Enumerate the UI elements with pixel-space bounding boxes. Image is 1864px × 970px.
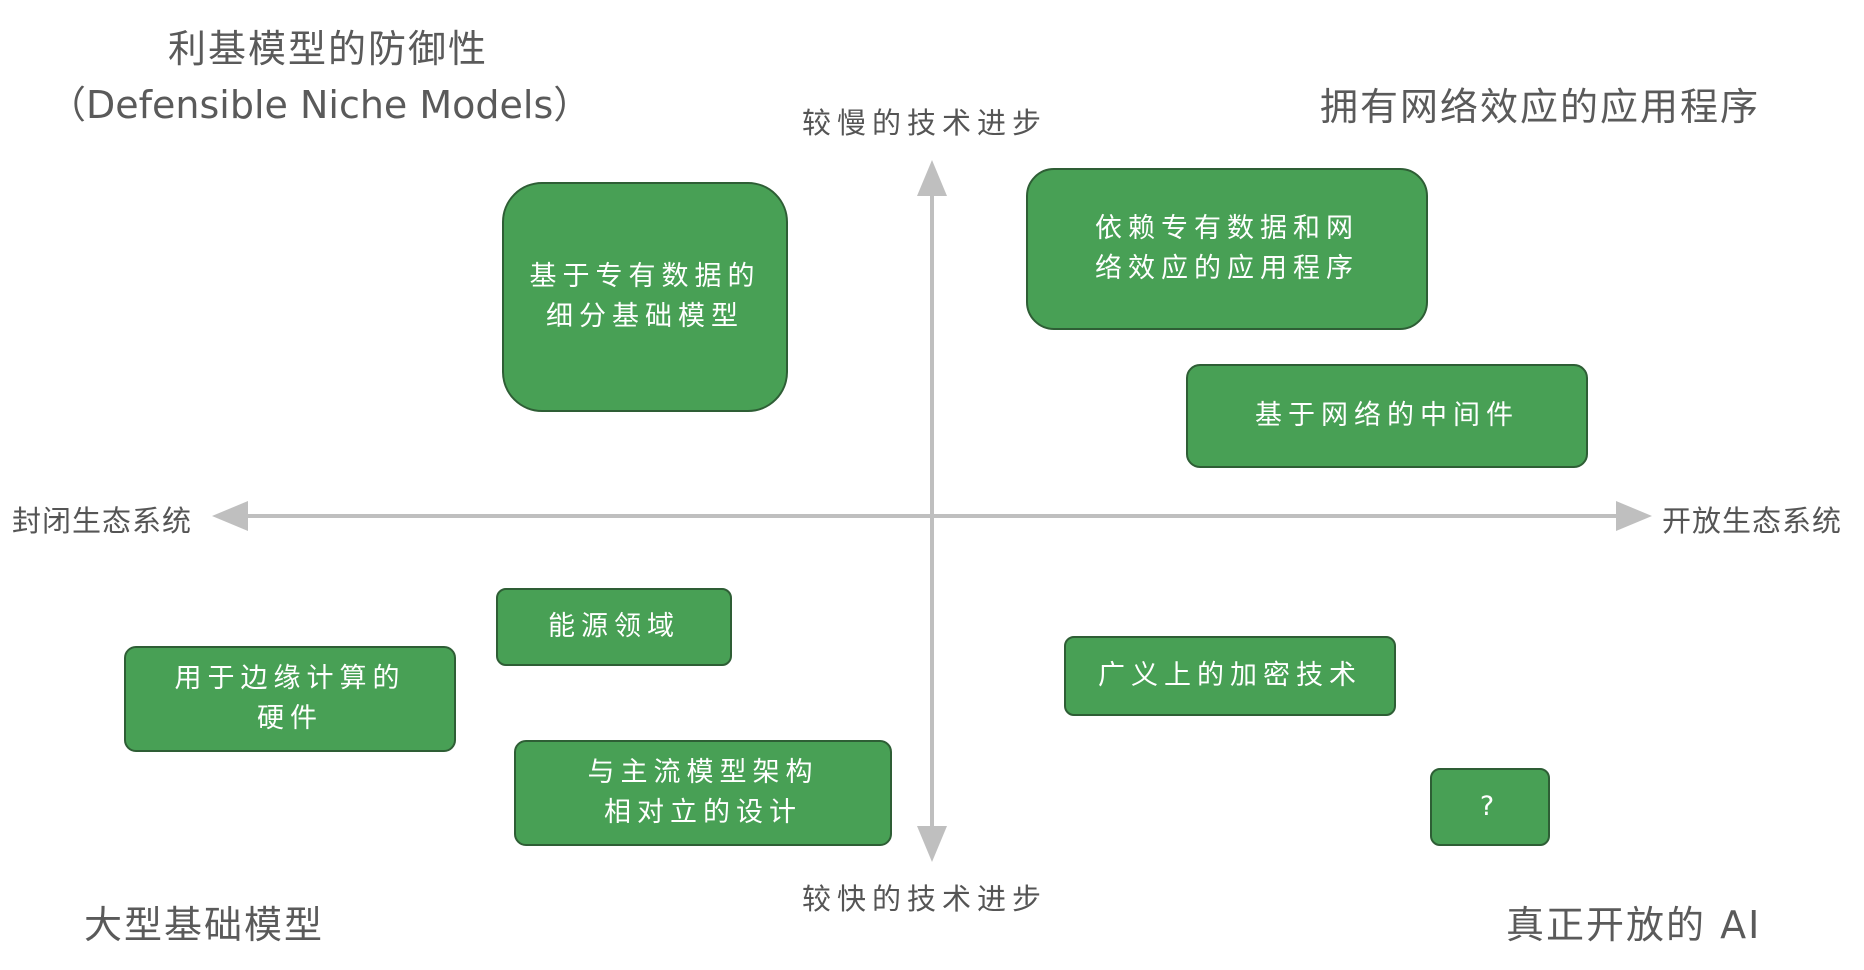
top-left-quadrant-title: 利基模型的防御性 [168,27,489,71]
box-energy: 能源领域 [496,588,732,666]
box-proprietary-niche-models: 基于专有数据的 细分基础模型 [502,182,788,412]
box-line: 与主流模型架构 [587,757,819,788]
box-line: 依赖专有数据和网 [1095,213,1359,244]
box-network-effect-apps: 依赖专有数据和网 络效应的应用程序 [1026,168,1428,330]
axis-arrow-right-icon [1616,501,1652,531]
bottom-right-quadrant-title: 真正开放的 AI [1506,903,1762,947]
box-line: 用于边缘计算的 [174,663,406,694]
box-line: 基于网络的中间件 [1255,400,1519,431]
axis-arrow-down-icon [917,826,947,862]
box-alternative-architecture: 与主流模型架构 相对立的设计 [514,740,892,846]
top-axis-label: 较慢的技术进步 [802,106,1048,140]
box-unknown: ? [1430,768,1550,846]
top-left-quadrant-subtitle: （Defensible Niche Models） [48,83,592,127]
box-edge-hardware: 用于边缘计算的 硬件 [124,646,456,752]
left-axis-label: 封闭生态系统 [12,504,193,538]
box-line: 相对立的设计 [604,797,802,828]
top-right-quadrant-title: 拥有网络效应的应用程序 [1320,85,1761,129]
box-line: 能源领域 [548,611,680,642]
box-line: 络效应的应用程序 [1095,253,1359,284]
box-line: 硬件 [257,703,323,734]
box-network-middleware: 基于网络的中间件 [1186,364,1588,468]
box-line: ? [1479,791,1501,822]
box-line: 细分基础模型 [546,301,744,332]
bottom-left-quadrant-title: 大型基础模型 [84,903,325,947]
right-axis-label: 开放生态系统 [1662,504,1843,538]
box-line: 广义上的加密技术 [1098,660,1362,691]
bottom-axis-label: 较快的技术进步 [802,882,1048,916]
axis-arrow-left-icon [212,501,248,531]
box-crypto: 广义上的加密技术 [1064,636,1396,716]
box-line: 基于专有数据的 [529,261,761,292]
axis-arrow-up-icon [917,160,947,196]
